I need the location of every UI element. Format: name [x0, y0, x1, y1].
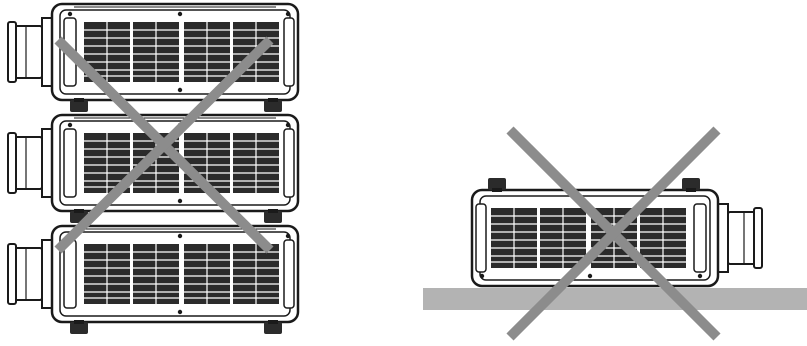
prohibited-cross-right — [506, 126, 721, 341]
floor-surface — [423, 288, 807, 310]
inverted-projector-illustration — [423, 126, 807, 341]
prohibited-cross-left — [54, 36, 274, 254]
projector-bottom — [6, 224, 300, 336]
stacked-projectors-illustration — [6, 2, 300, 336]
